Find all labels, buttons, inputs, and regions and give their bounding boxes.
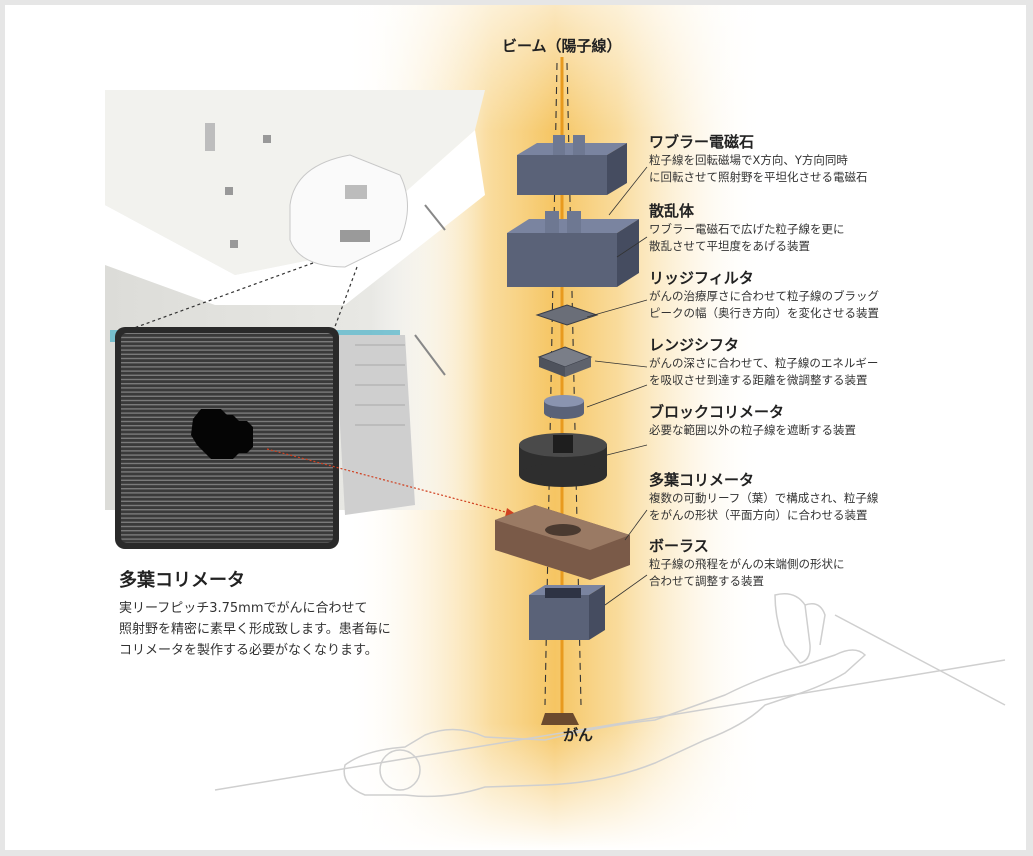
mlc-caption-title: 多葉コリメータ bbox=[119, 570, 245, 591]
component-name: 散乱体 bbox=[649, 202, 695, 220]
mlc-caption-body: 実リーフピッチ3.75mmでがんに合わせて 照射野を精密に素早く形成致します。患… bbox=[119, 601, 391, 658]
mlc-device bbox=[495, 505, 630, 580]
component-name: 多葉コリメータ bbox=[649, 471, 755, 489]
ridge-filter-device bbox=[535, 304, 599, 326]
component-desc: 粒子線の飛程をがんの末端側の形状に 合わせて調整する装置 bbox=[649, 557, 845, 588]
component-desc: 複数の可動リーフ（葉）で構成され、粒子線 をがんの形状（平面方向）に合わせる装置 bbox=[649, 491, 879, 522]
disk-device bbox=[544, 395, 584, 419]
cancer-label: がん bbox=[563, 726, 594, 744]
component-scatterer: 散乱体 ワブラー電磁石で広げた粒子線を更に 散乱させて平坦度をあげる装置 bbox=[649, 202, 979, 255]
component-desc: ワブラー電磁石で広げた粒子線を更に 散乱させて平坦度をあげる装置 bbox=[649, 222, 845, 253]
component-desc: がんの治療厚さに合わせて粒子線のブラッグ ピークの幅（奥行き方向）を変化させる装… bbox=[649, 289, 879, 320]
block-collimator-device bbox=[519, 433, 607, 487]
leader-lines bbox=[586, 166, 648, 606]
diagram-frame: ビーム（陽子線） ワブラー電磁石 粒子線を回転磁場でX方向、Y方向同時 に回転さ… bbox=[5, 5, 1026, 850]
beam-title: ビーム（陽子線） bbox=[502, 37, 622, 55]
component-desc: 必要な範囲以外の粒子線を遮断する装置 bbox=[649, 423, 856, 437]
component-ridge-filter: リッジフィルタ がんの治療厚さに合わせて粒子線のブラッグ ピークの幅（奥行き方向… bbox=[649, 269, 979, 322]
wobbler-magnet-device bbox=[517, 135, 627, 195]
component-multileaf-collimator: 多葉コリメータ 複数の可動リーフ（葉）で構成され、粒子線 をがんの形状（平面方向… bbox=[649, 471, 979, 524]
tumor-shape bbox=[541, 713, 579, 725]
component-name: ボーラス bbox=[649, 537, 709, 555]
component-desc: 粒子線を回転磁場でX方向、Y方向同時 に回転させて照射野を平坦化させる電磁石 bbox=[649, 153, 868, 184]
component-name: ワブラー電磁石 bbox=[649, 133, 755, 151]
component-wobbler-magnet: ワブラー電磁石 粒子線を回転磁場でX方向、Y方向同時 に回転させて照射野を平坦化… bbox=[649, 133, 979, 186]
component-range-shifter: レンジシフタ がんの深さに合わせて、粒子線のエネルギー を吸収させ到達する距離を… bbox=[649, 336, 979, 389]
range-shifter-device bbox=[537, 346, 593, 377]
component-bolus: ボーラス 粒子線の飛程をがんの末端側の形状に 合わせて調整する装置 bbox=[649, 537, 979, 590]
mlc-caption: 多葉コリメータ 実リーフピッチ3.75mmでがんに合わせて 照射野を精密に素早く… bbox=[119, 566, 459, 661]
bolus-device bbox=[529, 585, 605, 640]
component-name: リッジフィルタ bbox=[649, 269, 754, 287]
scatterer-device bbox=[507, 211, 639, 287]
component-name: ブロックコリメータ bbox=[649, 403, 785, 421]
component-desc: がんの深さに合わせて、粒子線のエネルギー を吸収させ到達する距離を微調整する装置 bbox=[649, 356, 879, 387]
patient-outline bbox=[214, 593, 1006, 798]
mlc-photo bbox=[115, 327, 339, 549]
diagram-illustration bbox=[105, 5, 1006, 850]
component-block-collimator: ブロックコリメータ 必要な範囲以外の粒子線を遮断する装置 bbox=[649, 403, 979, 439]
component-name: レンジシフタ bbox=[649, 336, 740, 354]
